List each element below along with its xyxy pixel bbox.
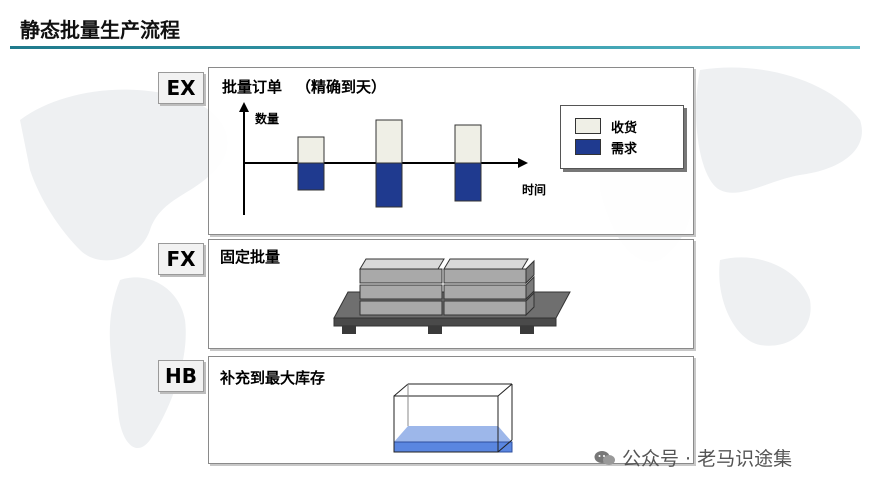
tank-edge-2 xyxy=(497,383,513,397)
pallet-illustration xyxy=(333,258,571,334)
fx-title: 固定批量 xyxy=(220,248,281,266)
demand-bar-3 xyxy=(454,162,482,202)
box-row2-left xyxy=(359,284,443,300)
legend-demand-label: 需求 xyxy=(611,142,638,157)
x-axis-label: 时间 xyxy=(522,183,547,197)
pallet-front xyxy=(333,317,557,327)
box-row1-side xyxy=(525,259,535,285)
ex-title-text: 批量订单 xyxy=(222,78,283,96)
box-row1-left xyxy=(359,268,443,284)
y-axis-label: 数量 xyxy=(255,112,280,126)
watermark: 公众号 · 老马识途集 xyxy=(594,444,792,471)
demand-bar-2 xyxy=(375,162,403,208)
legend-receipt-label: 收货 xyxy=(611,121,638,136)
tag-ex: EX xyxy=(158,72,204,104)
pallet-foot-3 xyxy=(520,326,534,334)
pallet-foot-1 xyxy=(342,326,356,334)
box-row2-right xyxy=(443,284,527,300)
box-top-right xyxy=(443,258,529,270)
ex-title: 批量订单 （精确到天） xyxy=(222,76,386,97)
wechat-icon xyxy=(594,450,615,465)
tag-fx: FX xyxy=(158,243,204,275)
box-row1-right xyxy=(443,268,527,284)
pallet-foot-2 xyxy=(428,326,442,334)
legend-receipt-swatch xyxy=(575,118,601,134)
legend-demand-swatch xyxy=(575,139,601,155)
ex-chart xyxy=(239,102,528,215)
y-axis-arrow xyxy=(239,102,249,112)
page-title: 静态批量生产流程 xyxy=(20,18,180,42)
receipt-bar-3 xyxy=(454,124,482,164)
box-row3-left xyxy=(359,300,443,316)
demand-bar-1 xyxy=(297,162,325,191)
box-row2-side xyxy=(525,275,535,301)
chart-legend: 收货 需求 xyxy=(560,105,684,169)
x-axis-arrow xyxy=(518,158,528,168)
tank-edge-1 xyxy=(393,383,409,397)
receipt-bar-1 xyxy=(297,136,325,164)
liquid-top xyxy=(394,426,512,442)
hb-title: 补充到最大库存 xyxy=(220,369,326,387)
liquid-front xyxy=(393,441,513,453)
tank-edge-3 xyxy=(497,439,513,453)
box-row3-side xyxy=(525,291,535,317)
tank-illustration xyxy=(393,383,513,453)
receipt-bar-2 xyxy=(375,119,403,164)
tag-hb: HB xyxy=(158,360,204,392)
box-row3-right xyxy=(443,300,527,316)
watermark-text: 公众号 · 老马识途集 xyxy=(622,448,793,470)
box-top-left xyxy=(359,258,445,270)
tank-front xyxy=(393,395,499,453)
title-underline xyxy=(10,46,860,49)
ex-subtitle: （精确到天） xyxy=(296,78,387,96)
